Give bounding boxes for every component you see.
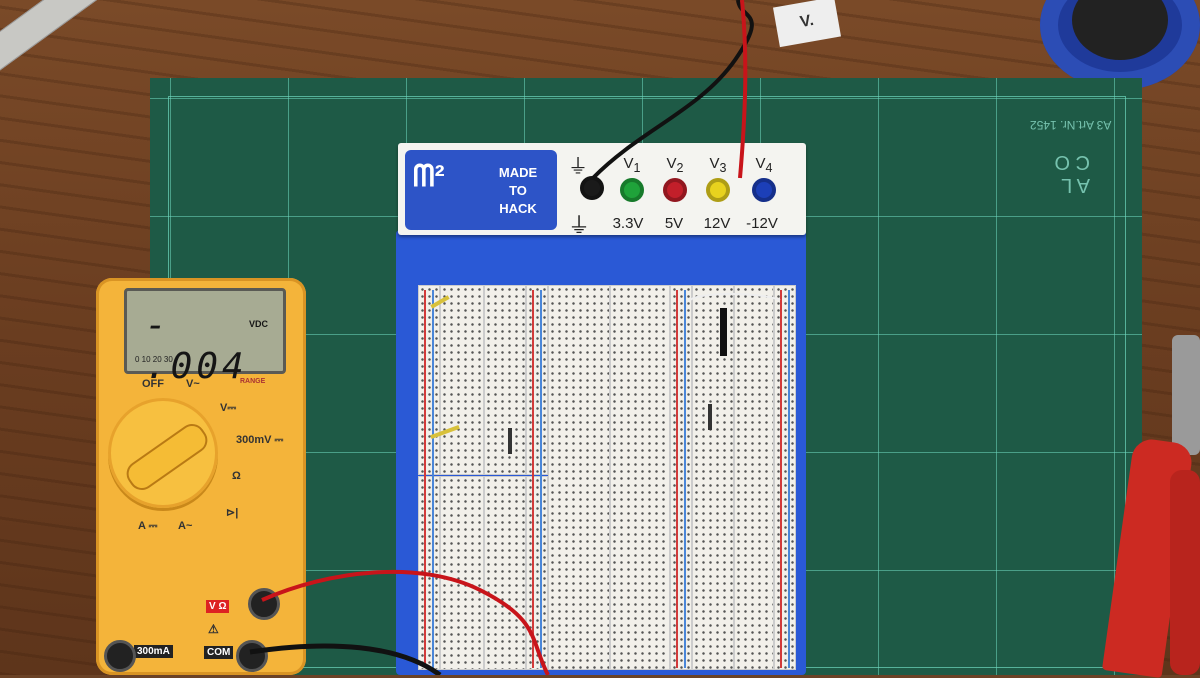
logo-line-3: HACK <box>499 201 537 216</box>
ground-symbol-icon: ⏚ <box>568 156 588 178</box>
ground-binding-post[interactable] <box>580 176 604 200</box>
jack-ma-label: 300mA <box>134 645 173 658</box>
v-dc-label: V⎓ <box>220 402 237 414</box>
pliers-head <box>1172 335 1200 455</box>
breadboard-terminal-strip <box>484 476 526 670</box>
power-rail-strip <box>526 476 548 670</box>
breadboard-terminal-strip <box>692 285 734 670</box>
post-label-v3: V3 <box>709 155 727 175</box>
pliers-handle <box>1170 470 1200 675</box>
red-test-lead <box>738 0 748 179</box>
binding-post-v1[interactable] <box>620 178 644 202</box>
resistor-component[interactable] <box>508 428 512 454</box>
red-rail-line <box>676 290 678 668</box>
breadboard-terminal-strip <box>484 285 526 475</box>
display-reading: - .004 <box>145 305 248 387</box>
red-rail-line <box>532 290 534 668</box>
breadboard-terminal-strip <box>610 285 670 670</box>
red-probe-lead <box>261 569 550 675</box>
ohm-label: Ω <box>232 470 241 482</box>
logo-line-2: TO <box>509 183 527 198</box>
warning-icon: ⚠ <box>208 622 219 636</box>
m2h-logo-icon: ᗰ² <box>413 160 445 193</box>
blue-rail-line <box>788 290 790 668</box>
pin-header-component[interactable] <box>720 308 727 356</box>
red-rail-line <box>424 290 426 668</box>
power-rail-strip <box>774 285 796 670</box>
mv-dc-label: 300mV ⎓ <box>236 434 284 446</box>
range-label: RANGE <box>240 378 266 385</box>
logo-line-1: MADE <box>498 165 538 180</box>
made-to-hack-logo: ᗰ² MADE TO HACK <box>405 150 557 230</box>
power-rail-strip <box>418 285 440 475</box>
power-rail-strip <box>526 285 548 475</box>
breadboard-terminal-strip <box>440 285 484 475</box>
display-bargraph-scale: 0 10 20 30 <box>135 355 173 364</box>
post-label-v1: V1 <box>623 155 641 175</box>
resistor-component[interactable] <box>708 404 712 430</box>
ma-input-jack[interactable] <box>104 640 136 672</box>
breadboard-terminal-strip <box>734 285 774 670</box>
binding-post-v2[interactable] <box>663 178 687 202</box>
rotary-selector-knob[interactable] <box>108 398 218 508</box>
blue-rail-line <box>432 290 434 668</box>
blue-rail-line <box>684 290 686 668</box>
post-label-v4: V4 <box>755 155 773 175</box>
power-rail-strip <box>670 285 692 670</box>
post-voltage-v1: 3.3V <box>612 215 644 232</box>
post-voltage-v3: 12V <box>703 215 731 232</box>
a-dc-label: A ⎓ <box>138 520 158 532</box>
multimeter-display: - .004 VDC 0 10 20 30 <box>124 288 286 387</box>
blue-rail-line <box>540 290 542 668</box>
earth-ground-icon: ⏚ <box>568 213 591 238</box>
jack-com-label: COM <box>204 646 234 659</box>
black-test-lead <box>591 0 754 180</box>
post-label-v2: V2 <box>666 155 684 175</box>
binding-post-v3[interactable] <box>706 178 730 202</box>
post-voltage-v2: 5V <box>664 215 684 232</box>
post-voltage-v4: -12V <box>746 215 778 232</box>
off-label: OFF <box>142 378 164 390</box>
white-jumper-wire <box>689 293 781 301</box>
binding-post-v4[interactable] <box>752 178 776 202</box>
breadboard-terminal-strip <box>440 476 484 670</box>
diode-continuity-icon: ⊳| <box>226 507 239 519</box>
display-unit: VDC <box>249 319 269 329</box>
red-rail-line <box>780 290 782 668</box>
breadboard-terminal-strip <box>548 285 610 670</box>
com-input-jack[interactable] <box>236 640 268 672</box>
jack-v-label: V Ω <box>206 600 230 613</box>
black-probe-lead <box>249 643 442 675</box>
a-ac-label: A~ <box>178 520 193 532</box>
logo-text: MADE TO HACK <box>483 164 553 218</box>
v-ac-label: V~ <box>186 378 200 390</box>
